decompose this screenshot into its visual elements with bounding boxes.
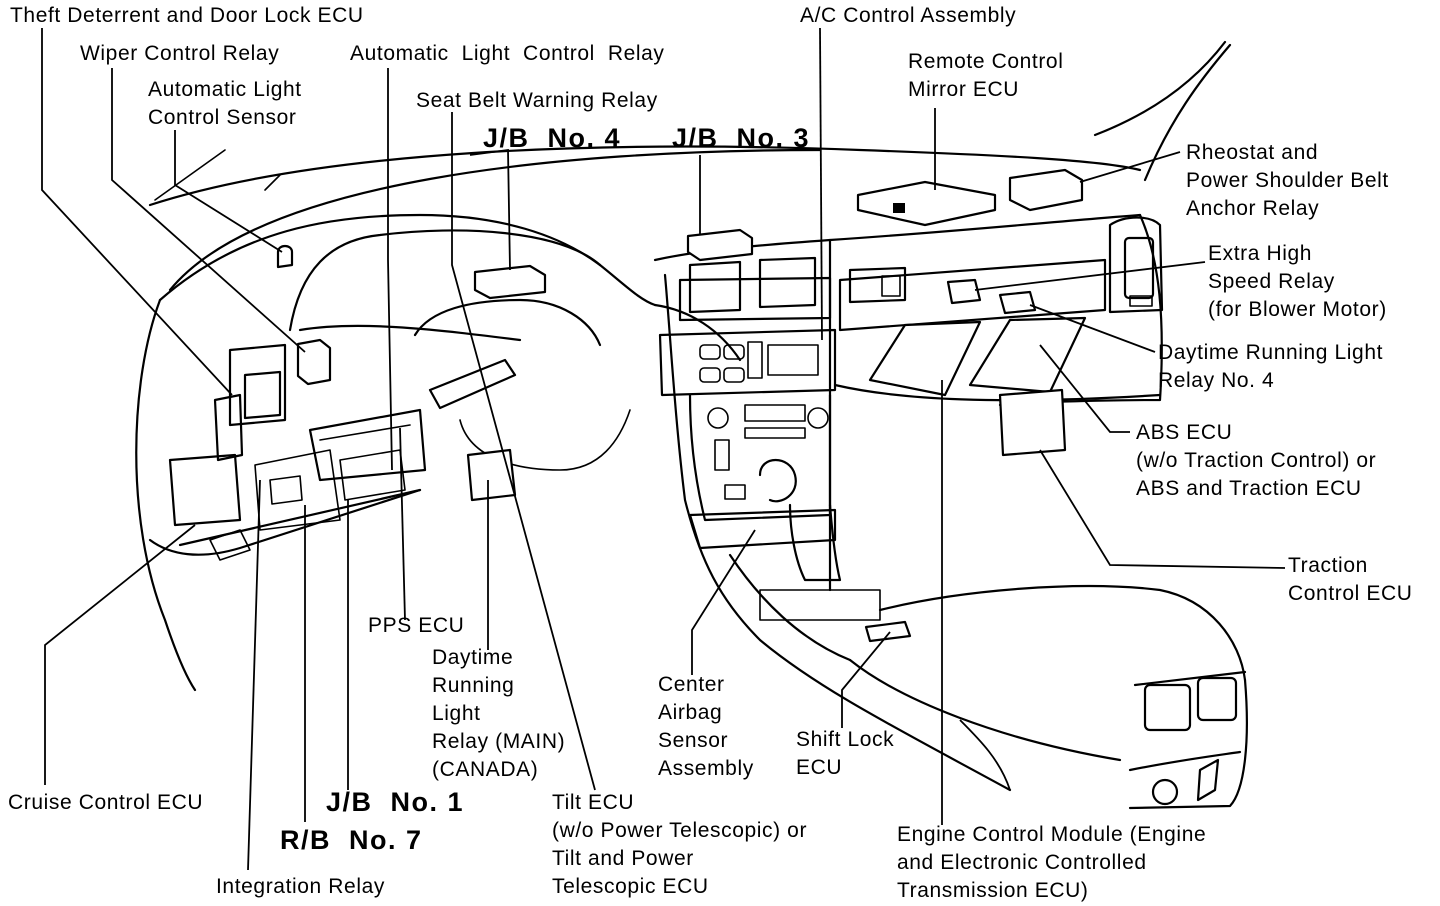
label-cruise-ecu: Cruise Control ECU — [8, 791, 204, 814]
label-pps-ecu: PPS ECU — [368, 614, 465, 637]
jb4-part — [473, 264, 547, 300]
traction-ecu-part — [998, 388, 1067, 457]
label-shift-lock: Shift Lock ECU — [796, 728, 895, 779]
label-seat-belt-relay: Seat Belt Warning Relay — [416, 89, 658, 112]
label-abs-ecu: ABS ECU (w/o Traction Control) or ABS an… — [1136, 421, 1377, 500]
rheostat-part — [1008, 168, 1084, 212]
label-engine-ecm: Engine Control Module (Engine and Electr… — [897, 823, 1207, 902]
label-wiper-relay: Wiper Control Relay — [80, 42, 280, 65]
auto-light-sensor-part — [276, 244, 294, 269]
label-jb3: J/B No. 3 — [672, 123, 811, 153]
label-drl-main: Daytime Running Light Relay (MAIN) (CANA… — [432, 646, 566, 781]
jb3-part — [686, 228, 754, 262]
label-auto-light-sensor: Automatic Light Control Sensor — [148, 78, 302, 129]
shift-lock-part — [864, 620, 912, 643]
label-jb1: J/B No. 1 — [326, 787, 465, 817]
label-theft-deterrent: Theft Deterrent and Door Lock ECU — [10, 4, 364, 27]
lower-left-dash — [148, 343, 427, 561]
leader-lines — [41, 27, 1286, 871]
label-rheostat: Rheostat and Power Shoulder Belt Anchor … — [1186, 141, 1389, 220]
label-integration-relay: Integration Relay — [216, 875, 385, 898]
label-ac-control: A/C Control Assembly — [800, 4, 1017, 27]
drl4-part — [998, 290, 1037, 315]
label-mirror-ecu: Remote Control Mirror ECU — [908, 50, 1064, 101]
drl-main-part — [466, 448, 517, 502]
label-extra-high: Extra High Speed Relay (for Blower Motor… — [1208, 242, 1387, 321]
abs-ecu-part — [968, 316, 1087, 394]
extra-high-relay-part — [946, 278, 982, 305]
instrument-cluster-hood — [135, 213, 742, 692]
label-jb4: J/B No. 4 — [483, 123, 622, 153]
seat-belt-relay-part — [428, 358, 517, 410]
label-traction-ecu: Traction Control ECU — [1288, 554, 1413, 605]
wiper-relay-part — [296, 338, 332, 386]
label-auto-light-relay: Automatic Light Control Relay — [350, 42, 665, 65]
engine-ecm-part — [868, 320, 982, 397]
label-drl4: Daytime Running Light Relay No. 4 — [1158, 341, 1384, 392]
label-airbag-sensor: Center Airbag Sensor Assembly — [658, 673, 754, 780]
label-rb7: R/B No. 7 — [280, 825, 423, 855]
components — [276, 168, 1087, 643]
mirror-ecu-part — [856, 180, 997, 227]
label-tilt-ecu: Tilt ECU (w/o Power Telescopic) or Tilt … — [552, 791, 808, 898]
